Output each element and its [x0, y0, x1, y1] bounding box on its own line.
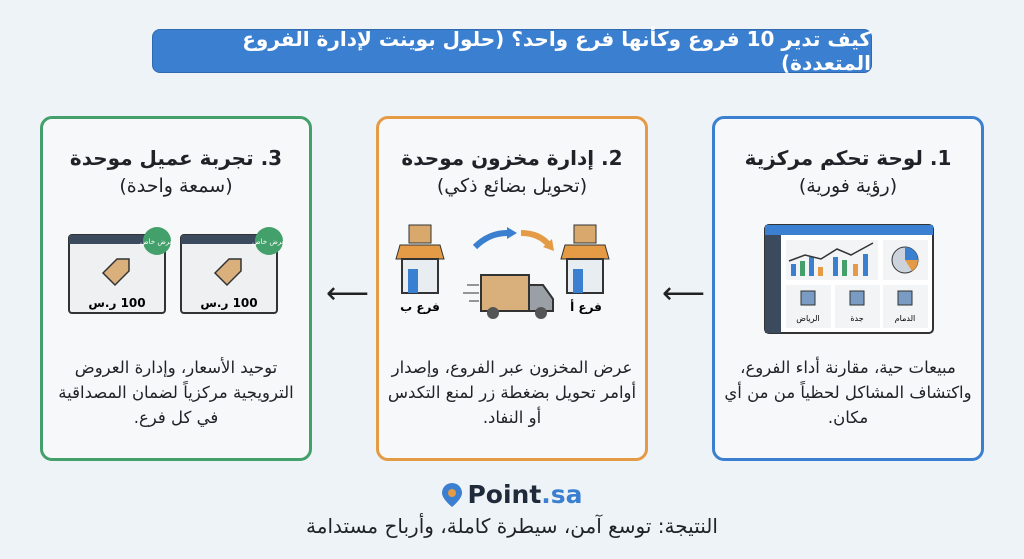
store-icon: [395, 224, 445, 294]
location-pin-icon: [442, 482, 463, 507]
card-description: توحيد الأسعار، وإدارة العروض الترويجية م…: [58, 358, 294, 427]
logo-tld: .sa: [541, 480, 583, 509]
flow-arrow-icon: ⟵: [662, 276, 706, 311]
price-window: 100 ر.س عرض خاص: [68, 227, 174, 314]
dashboard-illustration: الرياض جدة الدمام: [764, 224, 934, 334]
price-tag-icon: [213, 258, 242, 287]
card-central-dashboard: 1. لوحة تحكم مركزية (رؤية فورية) الرياض …: [712, 116, 984, 461]
card-description: مبيعات حية، مقارنة أداء الفروع، واكتشاف …: [724, 358, 972, 427]
branch-b-label: فرع ب: [400, 300, 440, 314]
price: 100 ر.س: [88, 296, 145, 310]
card-subheading: (تحويل بضائع ذكي): [436, 175, 588, 197]
card-unified-customer-experience: 3. تجربة عميل موحدة (سمعة واحدة) 100 ر.س…: [40, 116, 312, 461]
branch-label: الدمام: [895, 314, 916, 323]
card-heading: 1. لوحة تحكم مركزية: [744, 146, 952, 170]
branch-label: جدة: [850, 314, 863, 323]
flow-arrow-icon: ⟵: [326, 276, 370, 311]
transfer-arrow-icon: [520, 230, 552, 248]
result-statement: النتيجة: توسع آمن، سيطرة كاملة، وأرباح م…: [306, 514, 718, 538]
point-logo: Point.sa: [0, 480, 1024, 509]
price-window: 100 ر.س عرض خاص: [180, 227, 286, 314]
page-title: كيف تدير 10 فروع وكأنها فرع واحد؟ (حلول …: [152, 27, 872, 75]
truck-icon: [463, 274, 554, 319]
card-subheading: (رؤية فورية): [798, 175, 898, 197]
store-icon: [560, 224, 610, 294]
price-windows-illustration: 100 ر.س عرض خاص 100 ر.س عرض خاص: [68, 227, 286, 314]
badge-text: عرض خاص: [252, 238, 286, 246]
card-heading: 2. إدارة مخزون موحدة: [401, 146, 623, 170]
badge-text: عرض خاص: [140, 238, 174, 246]
card-heading: 3. تجربة عميل موحدة: [69, 146, 283, 170]
card-subheading: (سمعة واحدة): [119, 175, 233, 197]
special-offer-badge: [255, 227, 283, 255]
price: 100 ر.س: [200, 296, 257, 310]
inventory-transfer-illustration: فرع أ فرع ب: [395, 224, 610, 319]
branch-label: الرياض: [796, 314, 819, 323]
special-offer-badge: [143, 227, 171, 255]
card-description: عرض المخزون عبر الفروع، وإصدار أوامر تحو…: [387, 358, 637, 427]
price-tag-icon: [101, 258, 130, 287]
logo-name: Point: [467, 480, 542, 509]
card-unified-inventory: 2. إدارة مخزون موحدة (تحويل بضائع ذكي) ف…: [376, 116, 648, 461]
transfer-arrow-icon: [472, 230, 508, 250]
branch-a-label: فرع أ: [570, 299, 602, 314]
